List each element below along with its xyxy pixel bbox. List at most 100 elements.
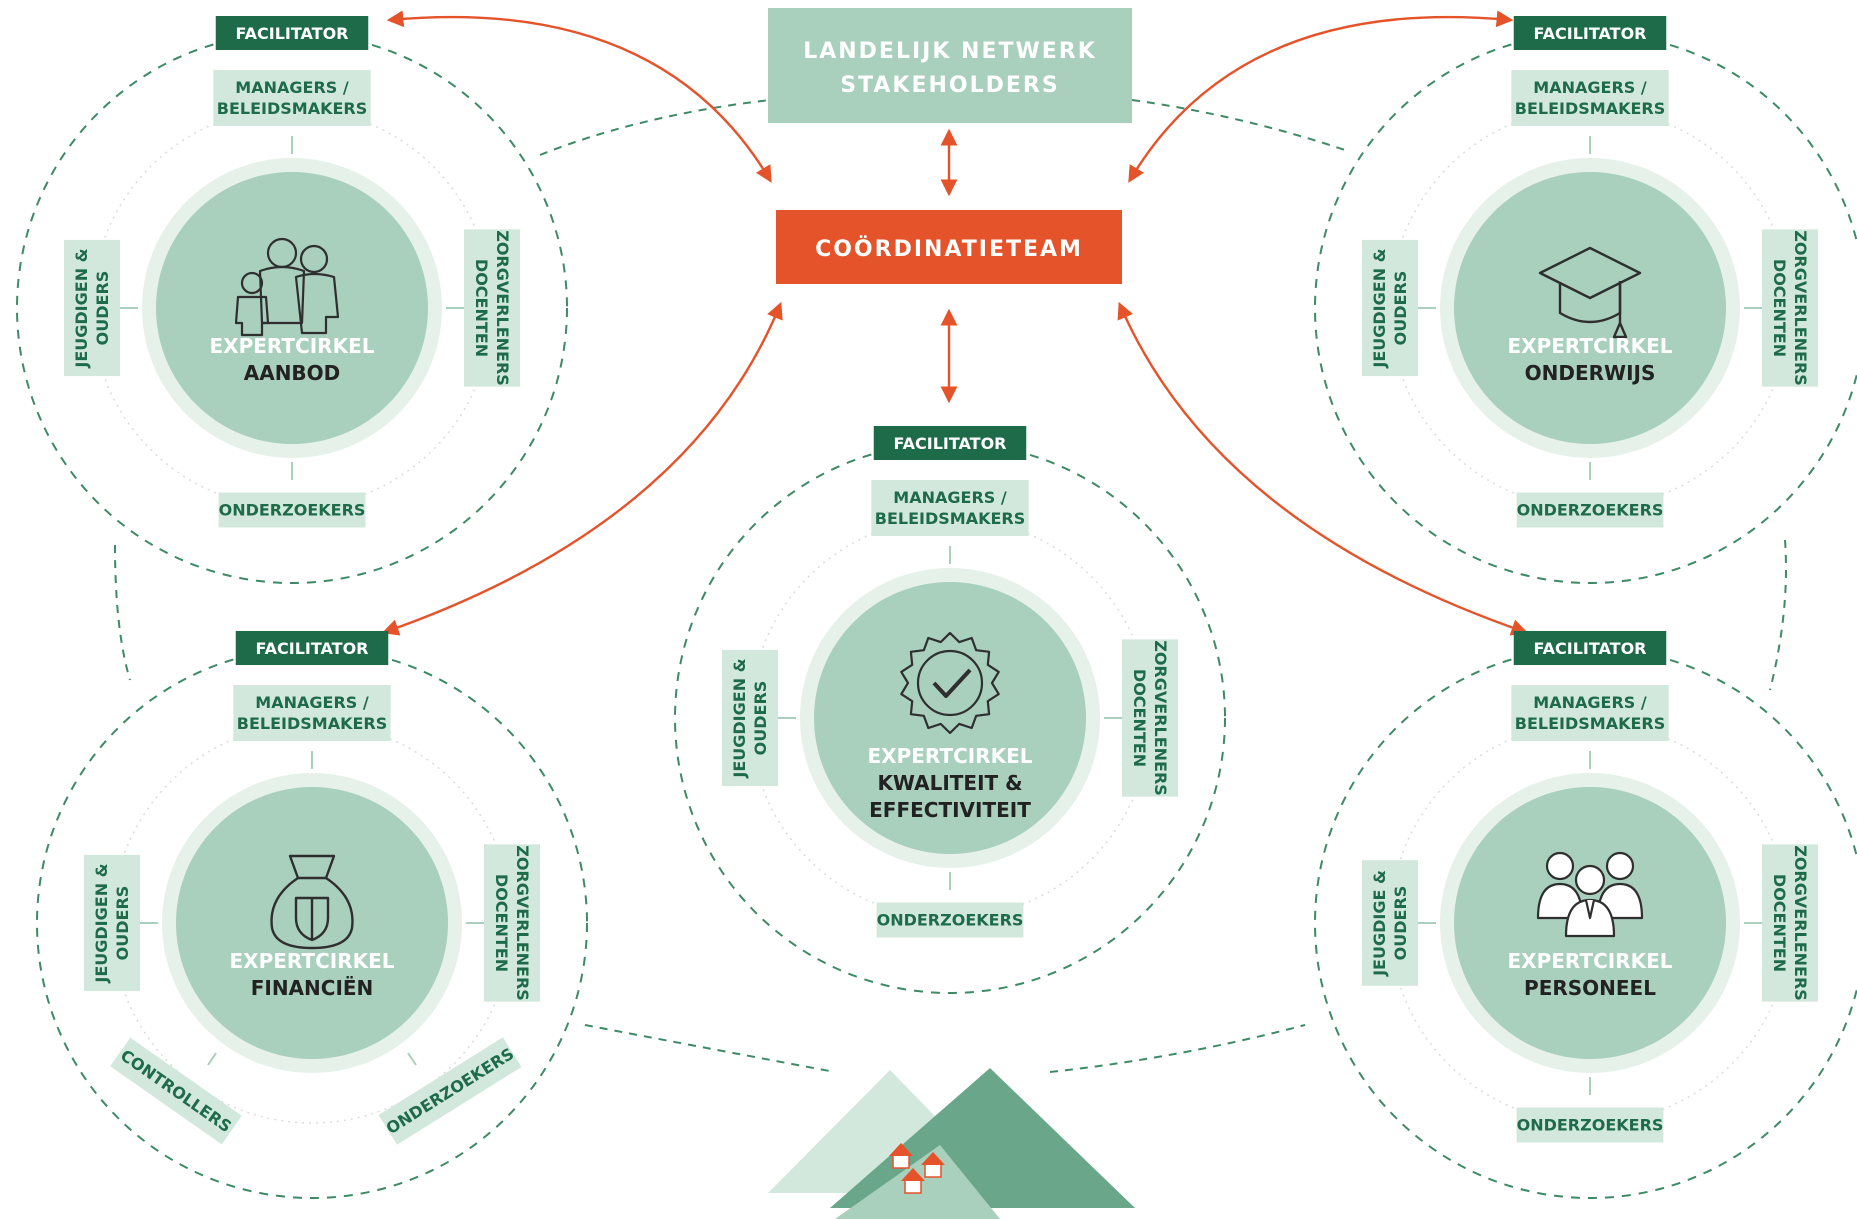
onderzoekers-label: ONDERZOEKERS — [1517, 492, 1663, 528]
jeugdigen-label: JEUGDIGEN &OUDERS — [64, 239, 120, 377]
circle-title-bottom: EFFECTIVITEIT — [869, 798, 1031, 822]
circle-title-bottom: FINANCIËN — [251, 976, 374, 1000]
circle-title-top: EXPERTCIRKEL — [868, 744, 1033, 768]
circle-title-top: EXPERTCIRKEL — [1508, 949, 1673, 973]
managers-label-text: BELEIDSMAKERS — [1515, 99, 1665, 118]
connector-tick — [207, 1052, 217, 1066]
circle-title-bottom: KWALITEIT & — [877, 771, 1022, 795]
jeugdigen-label-text: OUDERS — [93, 271, 112, 346]
managers-label-text: MANAGERS / — [255, 693, 369, 712]
zorgverleners-label-text: DOCENTEN — [1770, 259, 1789, 357]
managers-label: MANAGERS / BELEIDSMAKERS — [871, 480, 1029, 536]
managers-label-text: BELEIDSMAKERS — [1515, 714, 1665, 733]
facilitator-label: FACILITATOR — [894, 434, 1007, 453]
money-bag-icon — [270, 854, 354, 950]
arrow-onderwijs-coordination — [1128, 10, 1514, 183]
managers-label-text: MANAGERS / — [235, 78, 349, 97]
stakeholders-line-1: LANDELIJK NETWERK — [803, 39, 1097, 64]
facilitator-label: FACILITATOR — [236, 24, 349, 43]
managers-label-text: MANAGERS / — [893, 488, 1007, 507]
circle-title-top: EXPERTCIRKEL — [230, 949, 395, 973]
facilitator-label: FACILITATOR — [256, 639, 369, 658]
zorgverleners-label-text: ZORGVERLENERS — [513, 845, 532, 1001]
jeugdigen-label-text: OUDERS — [1391, 886, 1410, 961]
jeugdigen-label-text: JEUGDIGEN & — [72, 248, 91, 368]
zorgverleners-label-text: DOCENTEN — [1130, 669, 1149, 767]
jeugdigen-label: JEUGDIGEN &OUDERS — [84, 854, 140, 992]
expert-circle-financien: EXPERTCIRKEL FINANCIËN FACILITATOR MANAGERS… — [36, 631, 588, 1199]
jeugdigen-label-text: OUDERS — [1391, 271, 1410, 346]
managers-label: MANAGERS / BELEIDSMAKERS — [233, 685, 391, 741]
facilitator-badge: FACILITATOR — [235, 631, 389, 665]
facilitator-badge: FACILITATOR — [215, 16, 369, 50]
jeugdigen-label: JEUGDIGEN &OUDERS — [722, 649, 778, 787]
quality-seal-icon — [900, 631, 1000, 735]
expert-circle-aanbod: EXPERTCIRKEL AANBOD FACILITATOR MANAGERS / B… — [16, 16, 568, 584]
onderzoekers-label: ONDERZOEKERS — [378, 1037, 522, 1145]
zorgverleners-label-text: DOCENTEN — [492, 874, 511, 972]
expert-circle-kwaliteit: EXPERTCIRKEL KWALITEIT & EFFECTIVITEIT FACI… — [674, 426, 1226, 994]
facilitator-badge: FACILITATOR — [1513, 16, 1667, 50]
house-icon — [889, 1143, 913, 1169]
onderzoekers-label-text: ONDERZOEKERS — [383, 1044, 518, 1138]
jeugdigen-label-text: OUDERS — [113, 886, 132, 961]
managers-label-text: BELEIDSMAKERS — [237, 714, 387, 733]
jeugdigen-label-text: JEUGDIGEN & — [1370, 248, 1389, 368]
circle-title-top: EXPERTCIRKEL — [210, 334, 375, 358]
jeugdigen-label-text: OUDERS — [751, 681, 770, 756]
managers-label-text: BELEIDSMAKERS — [217, 99, 367, 118]
managers-label: MANAGERS / BELEIDSMAKERS — [213, 70, 371, 126]
jeugdigen-label-text: JEUGDIGEN & — [730, 658, 749, 778]
core-fill — [156, 172, 428, 444]
arrow-financien-coordination — [381, 301, 783, 636]
jeugdigen-label-text: JEUGDIGE & — [1370, 870, 1389, 977]
house-icon — [901, 1168, 925, 1194]
managers-label-text: MANAGERS / — [1533, 78, 1647, 97]
facilitator-badge: FACILITATOR — [1513, 631, 1667, 665]
stakeholders-line-2: STAKEHOLDERS — [840, 73, 1059, 98]
circle-title-top: EXPERTCIRKEL — [1508, 334, 1673, 358]
stakeholders-box: LANDELIJK NETWERK STAKEHOLDERS — [768, 8, 1132, 123]
facilitator-badge: FACILITATOR — [873, 426, 1027, 460]
zorgverleners-label-text: DOCENTEN — [1770, 874, 1789, 972]
onderzoekers-label: ONDERZOEKERS — [219, 492, 366, 528]
coordination-box: COÖRDINATIETEAM — [776, 210, 1122, 284]
expert-circle-personeel: EXPERTCIRKEL PERSONEEL FACILITATOR MANAGERS… — [1314, 631, 1857, 1199]
core-fill — [1454, 172, 1726, 444]
orange-arrows — [381, 10, 1529, 636]
arrow-personeel-coordination — [1117, 301, 1529, 636]
zorgverleners-label-text: DOCENTEN — [472, 259, 491, 357]
circle-title-bottom: ONDERWIJS — [1525, 361, 1656, 385]
expert-circles: EXPERTCIRKEL AANBOD FACILITATOR MANAGERS / B… — [16, 16, 1857, 1199]
managers-label: MANAGERS / BELEIDSMAKERS — [1511, 70, 1669, 126]
team-icon — [1536, 851, 1644, 938]
zorgverleners-label-text: ZORGVERLENERS — [1791, 845, 1810, 1001]
onderzoekers-label-text: ONDERZOEKERS — [1517, 1116, 1664, 1135]
controllers-label-text: CONTROLLERS — [117, 1046, 235, 1137]
jeugdigen-label: JEUGDIGEN &OUDERS — [1362, 239, 1418, 377]
core-fill — [814, 582, 1086, 854]
facilitator-label: FACILITATOR — [1534, 639, 1647, 658]
family-icon — [234, 237, 340, 337]
zorgverleners-label-text: ZORGVERLENERS — [1791, 230, 1810, 386]
arrow-aanbod-coordination — [386, 10, 772, 183]
zorgverleners-label-text: ZORGVERLENERS — [1151, 640, 1170, 796]
connector-tick — [407, 1052, 417, 1066]
graduation-cap-icon — [1538, 246, 1642, 339]
onderzoekers-label: ONDERZOEKERS — [877, 902, 1024, 938]
circle-title-bottom: AANBOD — [244, 361, 341, 385]
jeugdigen-label-text: JEUGDIGEN & — [92, 863, 111, 983]
mountain-village-illustration — [768, 1068, 1135, 1219]
onderzoekers-label-text: ONDERZOEKERS — [219, 501, 366, 520]
circle-title-bottom: PERSONEEL — [1524, 976, 1656, 1000]
coordination-label: COÖRDINATIETEAM — [815, 236, 1083, 262]
managers-label-text: BELEIDSMAKERS — [875, 509, 1025, 528]
managers-label: MANAGERS /BELEIDSMAKERS — [1511, 685, 1669, 741]
onderzoekers-label-text: ONDERZOEKERS — [877, 911, 1024, 930]
